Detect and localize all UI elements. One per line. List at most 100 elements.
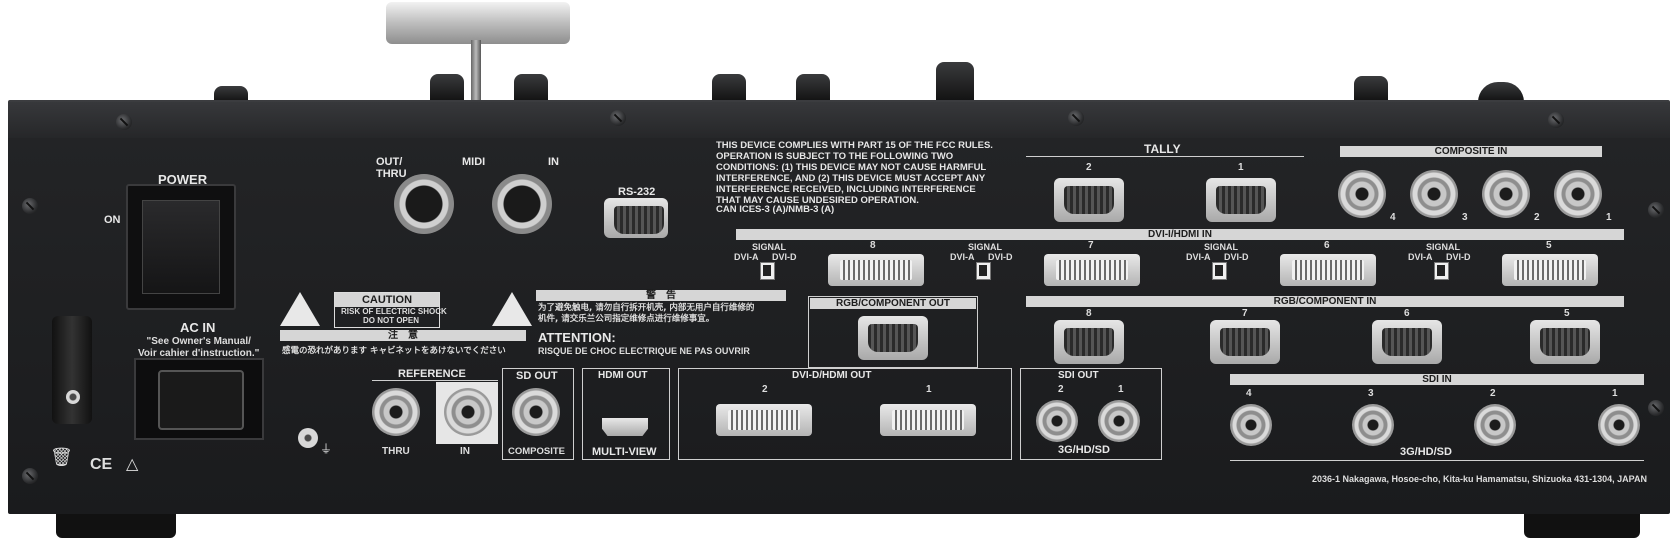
composite-port-label: 1	[1606, 212, 1612, 223]
ac-inlet[interactable]	[134, 358, 264, 440]
sdi-out-box	[1020, 368, 1162, 460]
ground-terminal[interactable]	[298, 428, 318, 448]
top-knob[interactable]	[214, 86, 248, 102]
top-knob[interactable]	[430, 74, 464, 102]
power-on-label: ON	[104, 214, 121, 226]
rgb-in-port-label: 7	[1242, 308, 1248, 319]
composite-in-4[interactable]	[1338, 170, 1386, 218]
dvi-in-5[interactable]	[1502, 254, 1598, 286]
rgb-out-box	[808, 296, 978, 368]
power-rocker[interactable]	[142, 200, 220, 294]
dvi-in-8[interactable]	[828, 254, 924, 286]
dvi-in-6[interactable]	[1280, 254, 1376, 286]
dvi-in-dvia-label: DVI-A	[734, 252, 759, 262]
reference-in-label: IN	[460, 446, 470, 457]
tally-line	[1026, 156, 1304, 157]
sd-out-composite[interactable]	[512, 388, 560, 436]
rgb-in-5[interactable]	[1530, 320, 1600, 364]
weee-icon: 🗑	[50, 447, 73, 467]
top-knob[interactable]	[1354, 76, 1388, 102]
sdi-in-bottom-line	[1230, 460, 1644, 461]
screw	[116, 114, 132, 130]
dvi-in-signal-label: SIGNAL	[752, 242, 787, 252]
rgb-in-6[interactable]	[1372, 320, 1442, 364]
sdi-out-1[interactable]	[1098, 400, 1140, 442]
hdmi-out-sub-label: MULTI-VIEW	[592, 446, 657, 458]
cord-clamp-screw	[66, 390, 80, 404]
dvi-in-dvia-label: DVI-A	[1186, 252, 1211, 262]
power-label: POWER	[158, 172, 208, 187]
midi-in-label: IN	[548, 156, 559, 168]
composite-port-label: 4	[1390, 212, 1396, 223]
dvi-in-7[interactable]	[1044, 254, 1140, 286]
attention-title: ATTENTION:	[538, 330, 616, 345]
rgb-in-8[interactable]	[1054, 320, 1124, 364]
t-bar-handle[interactable]	[386, 2, 570, 44]
ac-in-note: "See Owner's Manual/ Voir cahier d'instr…	[138, 336, 260, 359]
hdmi-out-port[interactable]	[602, 418, 648, 436]
reference-thru[interactable]	[372, 388, 420, 436]
tally-port-2[interactable]	[1054, 178, 1124, 222]
sdi-in-port-label: 2	[1490, 388, 1496, 399]
power-switch[interactable]	[126, 184, 236, 310]
sdi-in-sub-label: 3G/HD/SD	[1400, 446, 1452, 458]
sd-out-sub-label: COMPOSITE	[508, 446, 566, 457]
screw	[1068, 110, 1084, 126]
dvi-in-dvid-label: DVI-D	[988, 252, 1013, 262]
top-knob[interactable]	[1478, 82, 1524, 102]
caution-line2: DO NOT OPEN	[363, 316, 420, 325]
dvi-out-2[interactable]	[716, 404, 812, 436]
fcc-statement: THIS DEVICE COMPLIES WITH PART 15 OF THE…	[716, 140, 993, 206]
top-knob[interactable]	[936, 62, 974, 102]
foot	[1524, 510, 1640, 538]
rgb-out-port[interactable]	[858, 316, 928, 360]
tally-port-label: 1	[1238, 162, 1244, 173]
dvi-signal-switch-5[interactable]	[1434, 262, 1449, 280]
dvi-out-label: DVI-D/HDMI OUT	[792, 370, 872, 381]
sdi-in-3[interactable]	[1352, 404, 1394, 446]
cn-caution-title: 警 告	[536, 290, 786, 301]
rear-panel: POWER ON AC IN "See Owner's Manual/ Voir…	[8, 100, 1670, 514]
dvi-in-port-label: 8	[870, 240, 876, 251]
panel-top-strip	[8, 102, 1670, 138]
t-bar-shaft	[471, 40, 481, 102]
ac-inlet-socket[interactable]	[158, 370, 244, 430]
sdi-out-sub-label: 3G/HD/SD	[1058, 444, 1110, 456]
sdi-in-port-label: 1	[1612, 388, 1618, 399]
composite-in-2[interactable]	[1482, 170, 1530, 218]
rgb-in-7[interactable]	[1210, 320, 1280, 364]
attention-text: RISQUE DE CHOC ELECTRIQUE NE PAS OUVRIR	[538, 346, 750, 356]
tally-port-1[interactable]	[1206, 178, 1276, 222]
exclamation-warning-icon	[492, 292, 532, 326]
dvi-in-dvid-label: DVI-D	[1224, 252, 1249, 262]
sdi-out-2[interactable]	[1036, 400, 1078, 442]
reference-line	[372, 380, 498, 381]
midi-out-port[interactable]	[394, 174, 454, 234]
dvi-signal-switch-6[interactable]	[1212, 262, 1227, 280]
top-knob[interactable]	[514, 74, 548, 102]
composite-in-3[interactable]	[1410, 170, 1458, 218]
cn-caution-text: 为了避免触电, 请勿自行拆开机壳, 内部无用户自行维修的 机件, 请交乐兰公司指…	[538, 303, 755, 324]
sdi-in-2[interactable]	[1474, 404, 1516, 446]
dvi-out-box	[678, 368, 1012, 460]
reference-in[interactable]	[444, 388, 492, 436]
dvi-out-port-label: 2	[762, 384, 768, 395]
screw	[1648, 400, 1664, 416]
dvi-in-dvia-label: DVI-A	[1408, 252, 1433, 262]
composite-in-1[interactable]	[1554, 170, 1602, 218]
sdi-in-4[interactable]	[1230, 404, 1272, 446]
dvi-signal-switch-8[interactable]	[760, 262, 775, 280]
sd-out-label: SD OUT	[516, 370, 558, 382]
ce-mark: CE	[90, 456, 113, 473]
top-knob[interactable]	[712, 74, 746, 102]
rs232-port[interactable]	[604, 198, 668, 238]
sdi-in-1[interactable]	[1598, 404, 1640, 446]
composite-in-label: COMPOSITE IN	[1340, 146, 1602, 157]
dvi-in-signal-label: SIGNAL	[968, 242, 1003, 252]
midi-in-port[interactable]	[492, 174, 552, 234]
dvi-signal-switch-7[interactable]	[976, 262, 991, 280]
top-knob[interactable]	[796, 74, 830, 102]
caution-box: CAUTION RISK OF ELECTRIC SHOCK DO NOT OP…	[334, 292, 447, 328]
cord-clamp[interactable]	[52, 316, 92, 424]
dvi-out-1[interactable]	[880, 404, 976, 436]
